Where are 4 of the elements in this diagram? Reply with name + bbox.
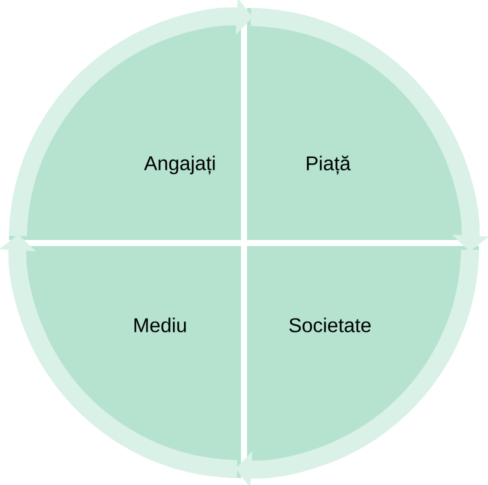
- quadrant-segment: Angajați: [9, 8, 241, 240]
- quadrant-segment: Societate: [247, 246, 479, 478]
- quadrant-segment: Piață: [247, 8, 479, 240]
- quadrant-segment: Mediu: [9, 246, 241, 478]
